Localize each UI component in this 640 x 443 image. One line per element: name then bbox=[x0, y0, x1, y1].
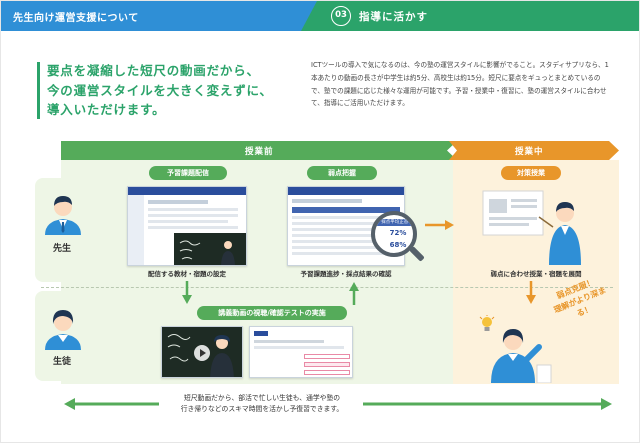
row-divider bbox=[41, 287, 613, 288]
header-left-title: 先生向け運営支援について bbox=[13, 13, 139, 24]
phase-band-during bbox=[449, 141, 619, 160]
teacher-label: 先生 bbox=[53, 244, 72, 254]
happy-student-illustration bbox=[491, 329, 552, 383]
prep-caption: 配信する教材・宿題の設定 bbox=[148, 270, 226, 278]
step-pill-weak: 弱点把握 bbox=[307, 166, 377, 180]
arrow-left-bottom bbox=[64, 398, 159, 410]
step-pill-prep: 予習課題配信 bbox=[149, 166, 227, 180]
section-number: 03 bbox=[331, 6, 351, 26]
student-icon bbox=[45, 310, 81, 350]
catch-line: 今の運営スタイルを大きく変えずに、 bbox=[47, 82, 273, 98]
arrow-up-icon bbox=[349, 282, 359, 305]
lightbulb-icon bbox=[479, 315, 495, 331]
section-title: 指導に活かす bbox=[359, 11, 428, 23]
step-pill-measure: 対策授業 bbox=[501, 166, 561, 180]
magnifier-title: 採点平均正答率 bbox=[377, 219, 413, 226]
phase-label-during: 授業中 bbox=[515, 147, 544, 157]
catch-line: 要点を凝縮した短尺の動画だから、 bbox=[47, 63, 260, 78]
header-left: 先生向け運営支援について bbox=[1, 1, 321, 31]
catch-line: 導入いただけます。 bbox=[47, 102, 166, 117]
arrow-right-bottom bbox=[363, 398, 612, 410]
magnifier-value-1: 72% bbox=[389, 229, 407, 237]
measure-caption: 弱点に合わせ授業・宿題を展開 bbox=[490, 270, 582, 278]
catch-accent-bar bbox=[37, 62, 40, 119]
catch-copy: 要点を凝縮した短尺の動画だから、 今の運営スタイルを大きく変えずに、 導入いただ… bbox=[47, 61, 287, 120]
intro-description: ICTツールの導入で気になるのは、今の塾の運営スタイルに影響がでること。スタディ… bbox=[311, 61, 609, 108]
header-right bbox=[301, 1, 639, 31]
bottom-note-line: 行き帰りなどのスキマ時間を活かし予復習できます。 bbox=[180, 405, 344, 413]
bottom-note-line: 短尺動画だから、部活で忙しい生徒も、通学や塾の bbox=[183, 394, 341, 402]
play-icon[interactable] bbox=[194, 345, 210, 361]
arrow-down-icon bbox=[526, 281, 536, 304]
weak-caption: 予習課題進捗・採点結果の確認 bbox=[300, 270, 392, 278]
teacher-icon bbox=[45, 196, 81, 235]
arrow-right-icon bbox=[425, 220, 454, 230]
phase-band-before bbox=[61, 141, 457, 160]
arrow-down-icon bbox=[182, 281, 192, 304]
prep-screen bbox=[127, 186, 247, 266]
step-pill-watch: 講義動画の視聴/確認テストの実施 bbox=[197, 306, 347, 320]
student-label: 生徒 bbox=[53, 357, 72, 367]
whiteboard-teacher-illustration bbox=[482, 190, 581, 265]
magnifier-value-2: 68% bbox=[389, 241, 407, 249]
bottom-note: 短尺動画だから、部活で忙しい生徒も、通学や塾の 行き帰りなどのスキマ時間を活かし… bbox=[161, 393, 363, 415]
phase-label-before: 授業前 bbox=[245, 147, 274, 157]
lecture-video[interactable] bbox=[161, 326, 243, 378]
quiz-screen bbox=[249, 326, 353, 378]
